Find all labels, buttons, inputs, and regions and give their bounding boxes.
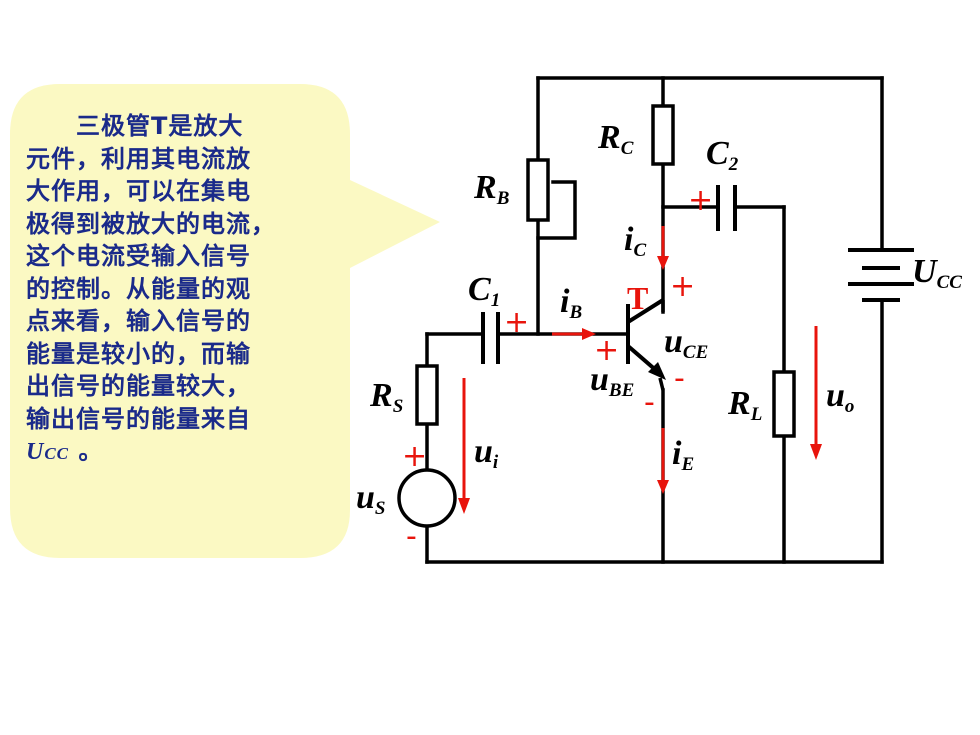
callout-text: 三极管T是放大 元件，利用其电流放 大作用，可以在集电 极得到被放大的电流， 这…: [26, 110, 344, 471]
label-us: uS: [356, 479, 386, 519]
minus-us: -: [406, 519, 417, 554]
emitter-arrow: [648, 362, 666, 380]
callout-line: 这个电流受输入信号: [26, 242, 251, 270]
transistor-collector: [626, 298, 665, 324]
callout-line: 输出信号的能量来自: [26, 404, 251, 433]
callout-line: 的控制。从能量的观: [26, 274, 251, 303]
resistor-rb: [526, 158, 550, 222]
ie-arrow: [657, 480, 669, 494]
label-c1: C1: [468, 271, 500, 311]
plus-c1: +: [504, 305, 529, 340]
plus-uce: +: [670, 269, 695, 304]
callout-line: 元件，利用其电流放: [26, 144, 251, 173]
label-ucc: UCC: [912, 253, 962, 293]
plus-us: +: [402, 439, 427, 474]
callout-tail: 。: [69, 437, 104, 465]
callout-last-line: UCC 。: [26, 435, 344, 471]
ui-arrow: [458, 498, 470, 514]
minus-uce: -: [674, 361, 685, 396]
callout-line: 点来看，输入信号的: [26, 307, 251, 335]
callout-ucc: U: [26, 439, 45, 465]
wires: [425, 76, 884, 564]
label-ie: iE: [672, 435, 694, 475]
resistor-rl: [772, 370, 796, 438]
uo-arrow: [810, 444, 822, 460]
label-ic: iC: [624, 221, 646, 261]
source-us: [397, 468, 457, 528]
label-rb: RB: [473, 169, 509, 209]
ib-arrow: [582, 328, 596, 340]
label-t: T: [627, 280, 648, 316]
polarity-signs: + + + - + - + -: [402, 183, 713, 554]
label-uce: uCE: [664, 323, 708, 363]
resistor-rs: [415, 364, 439, 426]
label-rc: RC: [597, 119, 634, 159]
label-ube: uBE: [590, 361, 634, 401]
label-rs: RS: [369, 377, 403, 417]
callout-line: 极得到被放大的电流，: [26, 209, 276, 238]
callout-line: 出信号的能量较大，: [26, 372, 251, 400]
components: [397, 104, 796, 528]
callout-line: 大作用，可以在集电: [26, 177, 251, 205]
arrows: [458, 226, 822, 514]
callout-line: 三极管T是放大: [26, 112, 244, 140]
labels: RC C2 RB iC UCC C1 iB T uCE uBE RS RL uo…: [356, 119, 962, 519]
label-c2: C2: [706, 135, 739, 175]
callout-ucc-sub: CC: [44, 444, 70, 463]
resistor-rc: [651, 104, 675, 166]
ic-arrow: [657, 256, 669, 270]
label-ui: ui: [474, 433, 499, 473]
minus-ube: -: [644, 385, 655, 420]
callout-bubble: [10, 84, 440, 558]
callout-line: 能量是较小的，而输: [26, 339, 251, 368]
plus-ube: +: [594, 333, 619, 368]
label-ib: iB: [560, 283, 582, 323]
label-rl: RL: [727, 385, 762, 425]
label-uo: uo: [826, 377, 854, 417]
plus-c2: +: [688, 183, 713, 218]
